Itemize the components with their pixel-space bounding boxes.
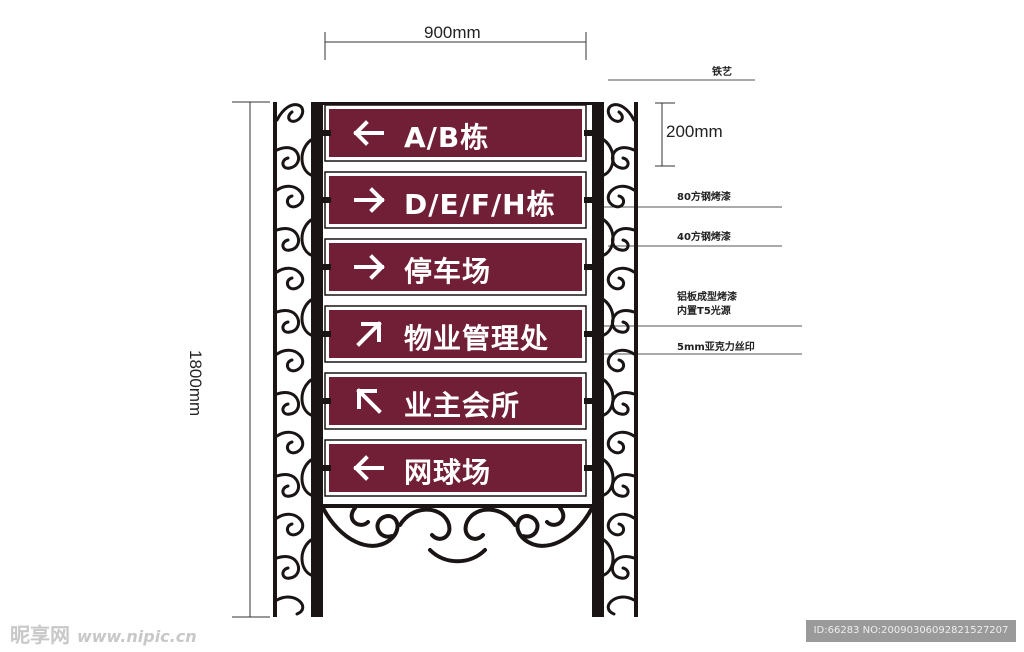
note-tube-40: 40方钢烤漆 (677, 232, 731, 243)
sign-panels (323, 104, 592, 497)
sign-bracket (323, 130, 331, 136)
left-arrow-icon (353, 120, 384, 146)
height-label: 1800mm (186, 350, 205, 417)
sign-bracket (323, 264, 331, 270)
left-post (311, 102, 323, 617)
left-ironwork (275, 103, 313, 616)
sign-bracket (584, 264, 592, 270)
up-right-arrow-icon (356, 321, 382, 347)
right-outer-bar (634, 102, 638, 617)
panel-height-dimension (655, 102, 675, 167)
sign-label: 业主会所 (404, 389, 521, 422)
left-outer-bar (273, 102, 277, 617)
note-acrylic: 5mm亚克力丝印 (677, 342, 755, 353)
sign-label: A/B栋 (404, 121, 490, 154)
right-arrow-icon (354, 187, 385, 213)
sign-bracket (323, 197, 331, 203)
width-dimension (324, 32, 587, 60)
sign-label: 停车场 (404, 255, 492, 288)
watermark-brand-name: 昵享网 (10, 623, 70, 647)
sign-bracket (584, 465, 592, 471)
sign-bracket (323, 398, 331, 404)
sign-bracket (584, 130, 592, 136)
bottom-crest (321, 506, 594, 564)
right-ironwork (602, 103, 636, 616)
sign-bracket (323, 465, 331, 471)
sign-label: 网球场 (404, 456, 492, 489)
sign-label: 物业管理处 (404, 322, 550, 355)
note-tube-80: 80方钢烤漆 (677, 192, 731, 203)
up-left-arrow-icon (356, 388, 382, 414)
watermark-brand: 昵享网 www.nipic.cn (10, 619, 197, 648)
height-dimension (232, 101, 270, 618)
watermark-url: www.nipic.cn (76, 627, 197, 646)
sign-bracket (584, 331, 592, 337)
right-arrow-icon (354, 254, 385, 280)
sign-bracket (584, 398, 592, 404)
panel-height-label: 200mm (666, 122, 723, 141)
frame-crossbars (323, 102, 592, 508)
sign-bracket (323, 331, 331, 337)
width-label: 900mm (424, 23, 481, 42)
right-post (592, 102, 604, 617)
sign-label: D/E/F/H栋 (404, 188, 556, 221)
note-iron-art: 铁艺 (712, 67, 732, 78)
watermark-id: ID:66283 NO:20090306092821527207 (806, 620, 1016, 642)
note-aluminum-line1: 铝板成型烤漆 (677, 292, 737, 303)
left-arrow-icon (353, 455, 384, 481)
sign-bracket (584, 197, 592, 203)
note-aluminum-line2: 内置T5光源 (677, 306, 731, 317)
